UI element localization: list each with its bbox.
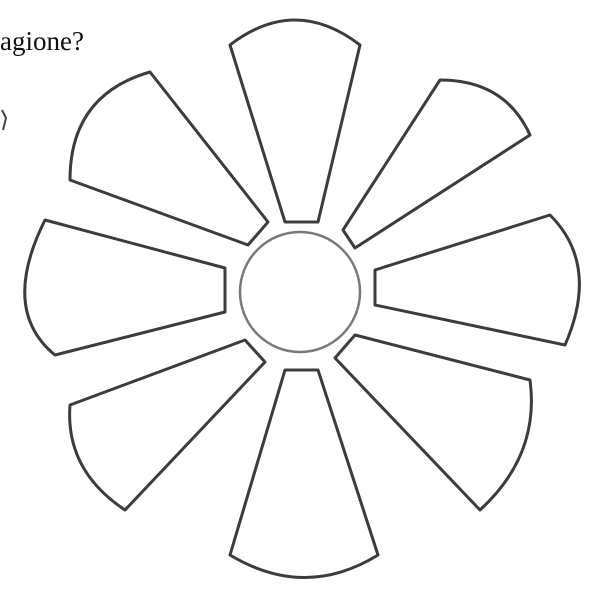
petal-left [25,220,225,355]
petal-bottom-left [70,340,265,510]
petal-top [230,20,360,222]
petal-bottom-right [335,335,531,510]
petal-bottom [230,370,378,578]
flower-center [240,232,360,352]
petal-top-right [343,80,530,248]
petal-top-left [70,72,268,245]
petal-right [375,215,579,345]
